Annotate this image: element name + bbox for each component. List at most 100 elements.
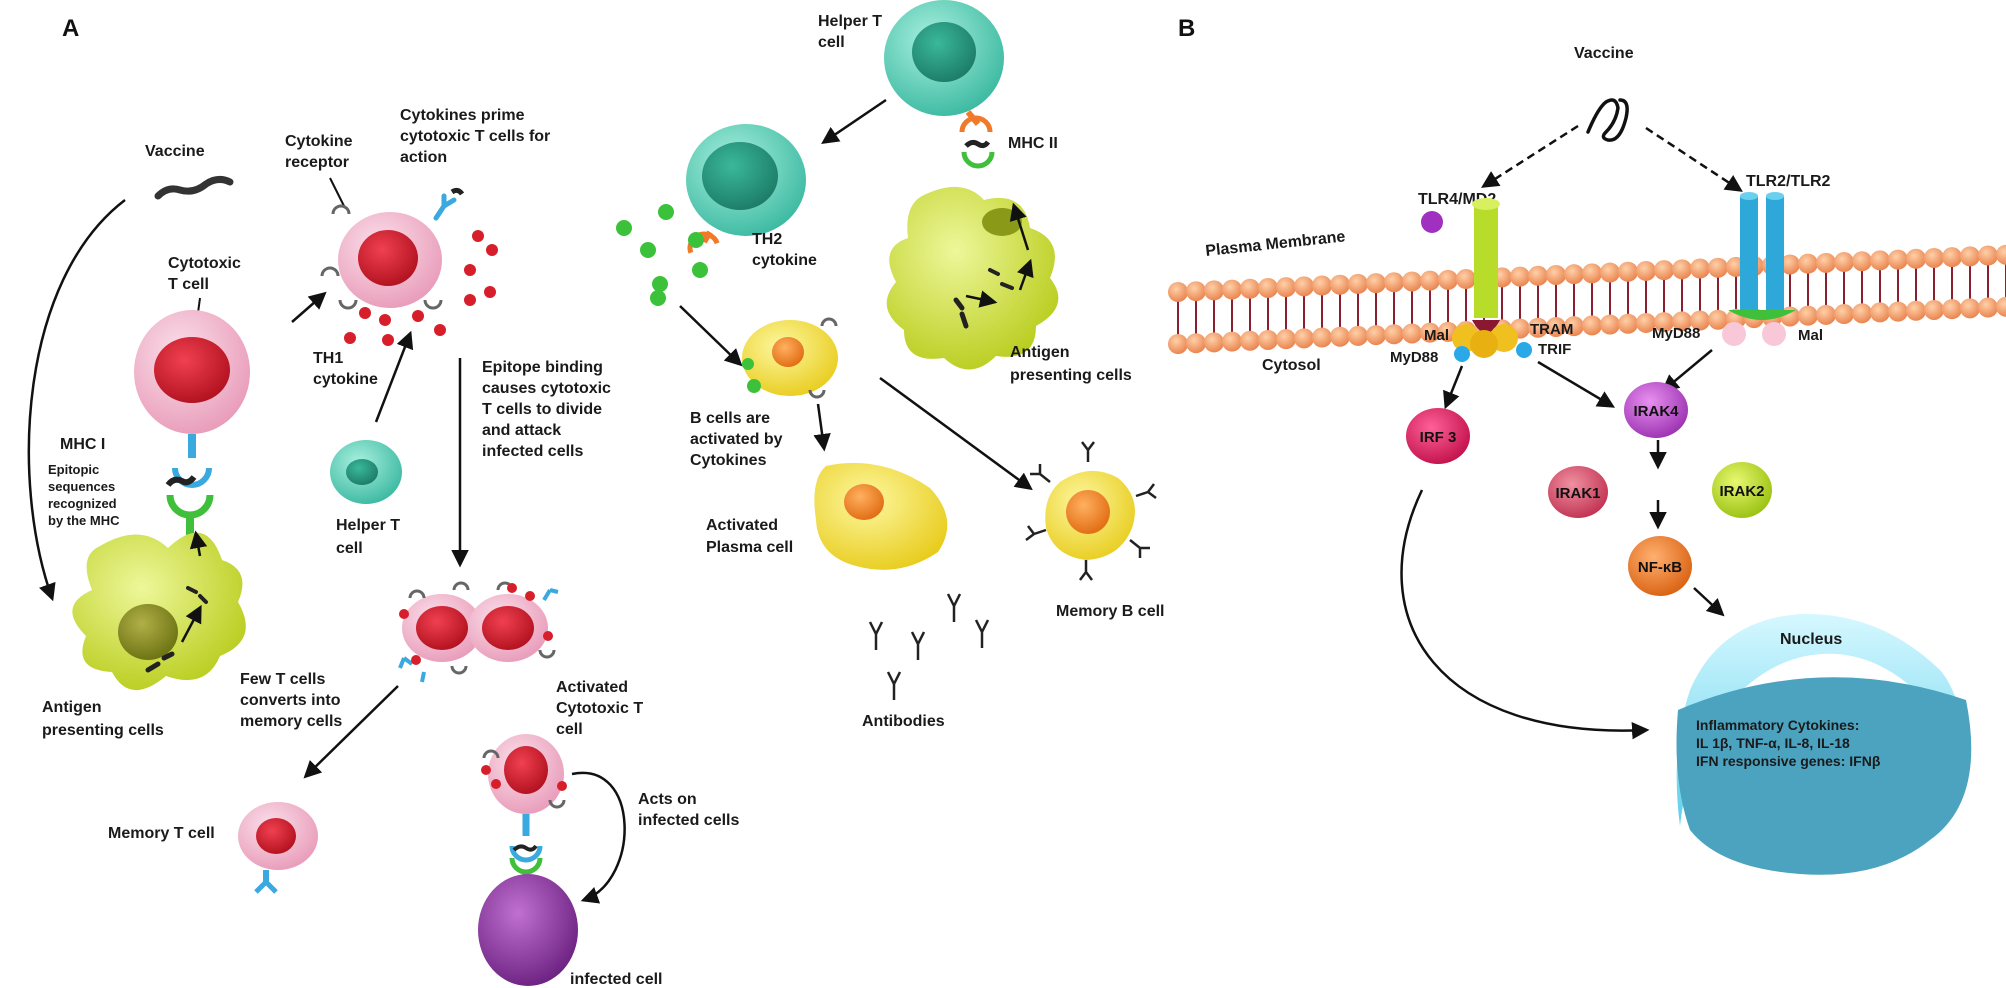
mal-left-label: Mal [1424, 327, 1449, 344]
lipid-head-outer [1708, 257, 1728, 278]
lipid-head-outer [1420, 270, 1440, 291]
lipid-head-outer [1456, 269, 1476, 290]
arrow-ctl-to-primed [291, 291, 327, 323]
lipid-head-inner [1258, 329, 1278, 350]
svg-text:IRAK1: IRAK1 [1555, 485, 1600, 502]
lipid-head-inner [1870, 302, 1890, 323]
lipid-head-outer [1816, 252, 1836, 273]
mhc1-label: MHC I [60, 436, 105, 453]
memory-b-cell [1025, 441, 1157, 581]
lipid-head-outer [1402, 271, 1422, 292]
lipid-head-outer [1222, 279, 1242, 300]
lipid-head-inner [1348, 325, 1368, 346]
lipid-head-inner [1186, 333, 1206, 354]
cytotoxic-t-cell-label: Cytotoxic T cell [168, 255, 245, 293]
lipid-head-outer [1690, 258, 1710, 279]
helper-t-cell-top [884, 0, 1004, 169]
lipid-head-inner [1852, 303, 1872, 324]
lipid-head-outer [1240, 278, 1260, 299]
th2-cytokine-label: TH2 cytokine [752, 231, 817, 269]
arrow-b-to-memory [879, 376, 1033, 491]
cytotoxic-t-cell [134, 310, 250, 488]
memory-t-cell [238, 802, 318, 894]
lipid-head-inner [1204, 332, 1224, 353]
tlr2-receptor [1722, 192, 1796, 346]
infected-cell [478, 874, 578, 986]
plasma-cell-label: Activated Plasma cell [706, 517, 793, 556]
dividing-cytotoxic-t-cells [398, 581, 559, 683]
activated-ctl-label: Activated Cytotoxic T cell [556, 679, 648, 738]
lipid-head-outer [1348, 273, 1368, 294]
lipid-head-outer [1960, 246, 1980, 267]
arrow-apc-right-internal-2 [1017, 258, 1034, 291]
lipid-head-outer [1294, 276, 1314, 297]
lipid-head-outer [1906, 248, 1926, 269]
irak4-node: IRAK4 [1624, 382, 1688, 438]
lipid-head-inner [1402, 323, 1422, 344]
arrow-vaccine-to-tlr4 [1481, 124, 1579, 188]
apc-left [72, 532, 246, 691]
cytosol-label: Cytosol [1262, 357, 1321, 374]
few-t-cells-label: Few T cells converts into memory cells [240, 671, 345, 730]
lipid-head-outer [1312, 275, 1332, 296]
lipid-head-outer [1978, 245, 1998, 266]
lipid-head-inner [1168, 334, 1188, 354]
tlr4-receptor [1421, 198, 1500, 333]
lipid-head-inner [1384, 324, 1404, 345]
trif-label: TRIF [1538, 341, 1571, 358]
lipid-head-outer [1852, 251, 1872, 272]
lipid-head-outer [1564, 264, 1584, 285]
apc-left-label: Antigen presenting cells [42, 699, 164, 739]
mal-right-label: Mal [1798, 327, 1823, 344]
lipid-head-inner [1690, 310, 1710, 331]
activated-ctl-cell [481, 734, 567, 884]
lipid-head-outer [1780, 254, 1800, 275]
lipid-head-inner [1942, 299, 1962, 320]
arrow-trif-to-irak4 [1537, 360, 1616, 408]
nucleus-label: Nucleus [1780, 631, 1842, 648]
vaccine-label-a: Vaccine [145, 143, 205, 160]
myd88-right-label: MyD88 [1652, 325, 1700, 342]
lipid-head-outer [1618, 261, 1638, 282]
arrow-to-memory-t [303, 685, 399, 779]
lipid-head-inner [1564, 316, 1584, 337]
arrow-vaccine-to-tlr2 [1645, 126, 1743, 192]
th2-cytokine-dots [616, 204, 708, 306]
lipid-head-outer [1204, 280, 1224, 301]
plasma-membrane [1168, 244, 2006, 354]
vaccine-label-b: Vaccine [1574, 45, 1634, 62]
irak1-node: IRAK1 [1548, 466, 1608, 518]
apc-right-label: Antigen presenting cells [1010, 344, 1132, 384]
arrow-to-irf3 [1443, 365, 1464, 410]
memory-t-cell-label: Memory T cell [108, 825, 215, 842]
epitope-binding-label: Epitope binding causes cytotoxic T cells… [482, 359, 615, 460]
lipid-head-outer [1510, 266, 1530, 287]
lipid-head-inner [1960, 298, 1980, 319]
lipid-head-inner [1546, 316, 1566, 337]
vaccine-strand-b [1586, 98, 1629, 142]
helper-t-top-label: Helper T cell [818, 13, 886, 51]
lipid-head-inner [1798, 305, 1818, 326]
b-cell [742, 317, 838, 399]
acts-on-label: Acts on infected cells [638, 791, 739, 829]
svg-text:IRAK2: IRAK2 [1719, 483, 1764, 500]
lipid-head-outer [1600, 262, 1620, 283]
antibodies-label: Antibodies [862, 713, 945, 730]
epitopic-label: Epitopic sequences recognized by the MHC [48, 462, 120, 528]
lipid-head-outer [1870, 250, 1890, 271]
lipid-head-inner [1906, 300, 1926, 321]
lipid-head-outer [1672, 259, 1692, 280]
arrow-apc-internal-1 [180, 604, 202, 643]
lipid-head-outer [1528, 265, 1548, 286]
tlr4-adaptors [1452, 324, 1532, 362]
lipid-head-outer [1582, 263, 1602, 284]
arrow-acts-on [571, 771, 626, 904]
lipid-head-inner [1888, 301, 1908, 322]
arrow-nfkb-to-nucleus [1693, 587, 1725, 617]
vaccine-strand-a [154, 175, 234, 200]
irak2-node: IRAK2 [1712, 462, 1772, 518]
lipid-head-inner [1294, 328, 1314, 349]
arrow-apc-internal-2 [189, 530, 208, 557]
cytokine-receptor-label: Cytokine receptor [285, 133, 357, 171]
nucleus [1676, 613, 1972, 875]
